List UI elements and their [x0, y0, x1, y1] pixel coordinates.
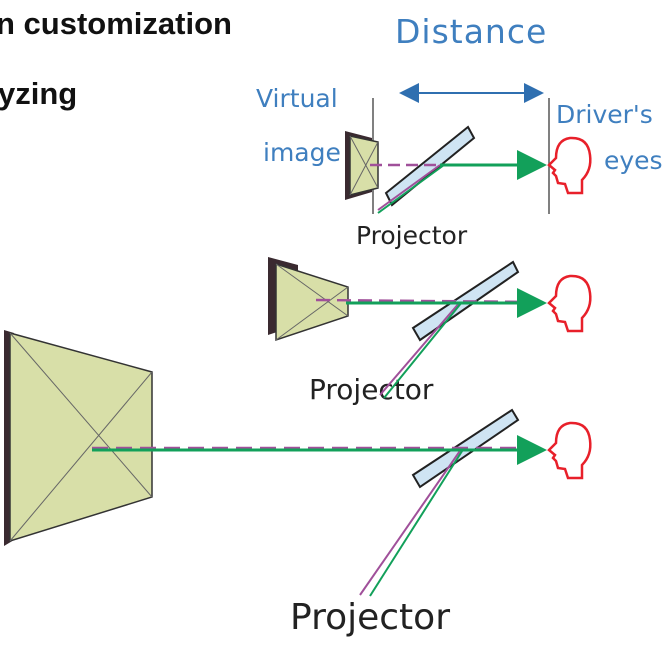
row-3 — [4, 330, 592, 597]
virtual-image-label-line-1: Virtual — [256, 84, 338, 113]
virtual-image-label-line-2: image — [263, 138, 341, 167]
projector-label-2: Projector — [309, 373, 434, 406]
virtual-image-3 — [9, 332, 153, 543]
drivers-eyes-label-line-1: Driver's — [556, 100, 653, 129]
row-2 — [268, 257, 592, 399]
driver-head-2 — [547, 274, 592, 333]
driver-head-3 — [547, 421, 592, 480]
virtual-image-2 — [275, 262, 349, 342]
drivers-eyes-label-line-2: eyes — [604, 146, 663, 175]
projector-label-1: Projector — [356, 221, 468, 250]
distance-label: Distance — [395, 12, 548, 51]
heading-line-2: yzing — [0, 76, 78, 111]
purple-beam-2 — [315, 298, 541, 304]
projector-label-3: Projector — [290, 597, 450, 638]
heading-line-1: n customization — [0, 6, 232, 41]
row-1 — [345, 125, 592, 214]
driver-head-1 — [547, 136, 592, 195]
